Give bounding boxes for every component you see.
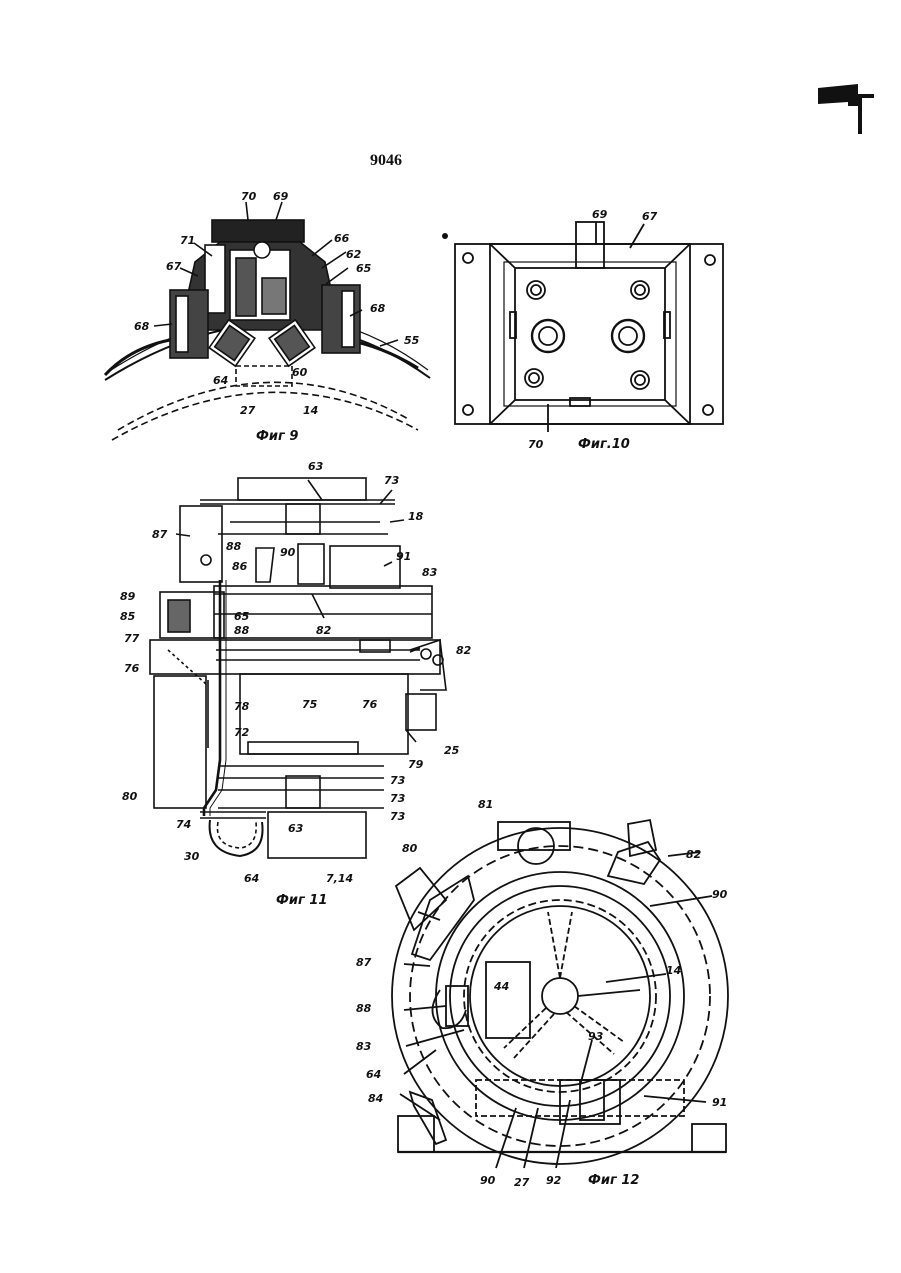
fig11-label: 79 [408,758,424,771]
fig11-label: 88 [226,540,242,553]
fig9-caption: Фиг 9 [256,429,298,444]
fig12-label: 82 [686,848,702,861]
fig12-label: 84 [368,1092,383,1105]
fig11-label: 63 [308,460,324,473]
fig11-label: 75 [302,698,318,711]
fig11-label: 18 [408,510,424,523]
fig12-label: 14 [666,964,681,977]
fig10-label: 70 [528,438,544,451]
fig9-label: 60 [292,366,308,379]
fig9-label: 69 [273,190,289,203]
fig11-label: 86 [232,560,248,573]
fig9-label: 65 [356,262,372,275]
fig9-label: 62 [346,248,362,261]
fig11-label: 88 [234,624,250,637]
fig11-label: 63 [288,822,304,835]
fig11-label: 82 [316,624,332,637]
figure-10 [455,222,723,432]
fig11-label: 82 [456,644,472,657]
fig11-label: 85 [120,610,136,623]
fig11-label: 73 [390,774,406,787]
fig11-label: 7,14 [326,872,353,885]
fig12-label: 44 [493,980,509,993]
fig11-label: 91 [396,550,411,563]
fig9-label: 66 [334,232,350,245]
dot-mark [442,233,448,239]
fig11-label: 77 [124,632,140,645]
fig11-label: 83 [422,566,438,579]
fig11-label: 64 [244,872,259,885]
fig9-label: 68 [370,302,386,315]
fig10-label: 67 [642,210,658,223]
fig11-label: 78 [234,700,250,713]
fig12-label: 27 [514,1176,530,1189]
fig12-label: 88 [356,1002,372,1015]
fig11-label: 73 [384,474,400,487]
fig11-label: 74 [176,818,191,831]
fig12-label: 83 [356,1040,372,1053]
fig12-label: 92 [546,1174,562,1187]
fig9-label: 70 [241,190,257,203]
fig9-label: 27 [240,404,256,417]
fig9-label: 55 [404,334,420,347]
fig11-label: 72 [234,726,250,739]
fig9-label: 68 [134,320,150,333]
fig12-label: 80 [402,842,418,855]
fig12-label: 91 [712,1096,727,1109]
fig12-label: 64 [366,1068,381,1081]
fig12-label: 90 [712,888,728,901]
fig11-label: 89 [120,590,136,603]
fig11-label: 25 [444,744,460,757]
fig11-label: 76 [124,662,140,675]
fig11-label: 80 [122,790,138,803]
fig11-label: 65 [234,610,250,623]
figure-11-labels: 63 73 18 87 88 90 91 86 83 89 85 65 88 7… [120,460,472,908]
fig11-label: 76 [362,698,378,711]
fig9-label: 71 [180,234,195,247]
fig9-label: 67 [166,260,182,273]
figure-9 [105,202,430,440]
figure-12 [392,820,728,1168]
fig9-label: 14 [303,404,318,417]
fig11-label: 73 [390,810,406,823]
fig12-label: 81 [478,798,493,811]
fig11-label: 90 [280,546,296,559]
fig9-label: 64 [213,374,228,387]
fig11-label: 87 [152,528,168,541]
fig10-caption: Фиг.10 [578,437,630,452]
fig12-label: 87 [356,956,372,969]
fig11-caption: Фиг 11 [276,893,327,908]
fig10-label: 69 [592,208,608,221]
fig11-label: 30 [184,850,200,863]
fig12-label: 90 [480,1174,496,1187]
fig12-caption: Фиг 12 [588,1173,639,1188]
fig12-label: 93 [588,1030,604,1043]
fig11-label: 73 [390,792,406,805]
